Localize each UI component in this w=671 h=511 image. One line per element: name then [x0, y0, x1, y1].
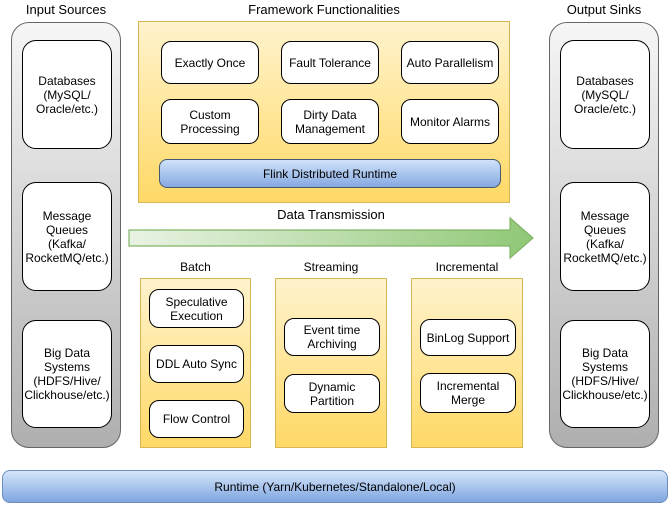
- incremental-container: BinLog Support Incremental Merge: [411, 278, 523, 448]
- flink-distributed-runtime-bar: Flink Distributed Runtime: [159, 159, 501, 188]
- feature-fault-tolerance: Fault Tolerance: [281, 41, 379, 84]
- framework-title: Framework Functionalities: [248, 2, 400, 17]
- incremental-merge: Incremental Merge: [420, 373, 516, 413]
- feature-monitor-alarms: Monitor Alarms: [401, 99, 499, 144]
- input-message-queues-node: Message Queues (Kafka/ RocketMQ/etc.): [22, 182, 112, 291]
- batch-flow-control: Flow Control: [149, 400, 244, 438]
- streaming-title: Streaming: [303, 260, 359, 274]
- batch-ddl-auto-sync: DDL Auto Sync: [149, 345, 244, 383]
- data-transmission-arrow-icon: [128, 216, 534, 260]
- batch-speculative-execution: Speculative Execution: [149, 289, 244, 328]
- incremental-binlog-support: BinLog Support: [420, 319, 516, 356]
- runtime-bar: Runtime (Yarn/Kubernetes/Standalone/Loca…: [2, 470, 668, 503]
- feature-exactly-once: Exactly Once: [161, 41, 259, 84]
- output-databases-node: Databases (MySQL/ Oracle/etc.): [560, 40, 650, 149]
- output-big-data-node: Big Data Systems (HDFS/Hive/ Clickhouse/…: [560, 320, 650, 428]
- input-sources-title: Input Sources: [25, 2, 107, 17]
- feature-auto-parallelism: Auto Parallelism: [401, 41, 499, 84]
- output-message-queues-node: Message Queues (Kafka/ RocketMQ/etc.): [560, 182, 650, 291]
- input-sources-container: Databases (MySQL/ Oracle/etc.) Message Q…: [11, 22, 121, 448]
- feature-custom-processing: Custom Processing: [161, 99, 259, 144]
- data-transmission-label: Data Transmission: [277, 207, 385, 222]
- batch-container: Speculative Execution DDL Auto Sync Flow…: [140, 278, 251, 448]
- incremental-title: Incremental: [435, 260, 499, 274]
- batch-title: Batch: [180, 260, 211, 274]
- streaming-event-time-archiving: Event time Archiving: [284, 318, 380, 356]
- framework-container: Exactly Once Fault Tolerance Auto Parall…: [138, 21, 510, 203]
- streaming-dynamic-partition: Dynamic Partition: [284, 374, 380, 413]
- streaming-container: Event time Archiving Dynamic Partition: [275, 278, 387, 448]
- output-sinks-container: Databases (MySQL/ Oracle/etc.) Message Q…: [549, 22, 659, 448]
- output-sinks-title: Output Sinks: [566, 2, 642, 17]
- input-big-data-node: Big Data Systems (HDFS/Hive/ Clickhouse/…: [22, 320, 112, 428]
- input-databases-node: Databases (MySQL/ Oracle/etc.): [22, 40, 112, 149]
- feature-dirty-data-management: Dirty Data Management: [281, 99, 379, 144]
